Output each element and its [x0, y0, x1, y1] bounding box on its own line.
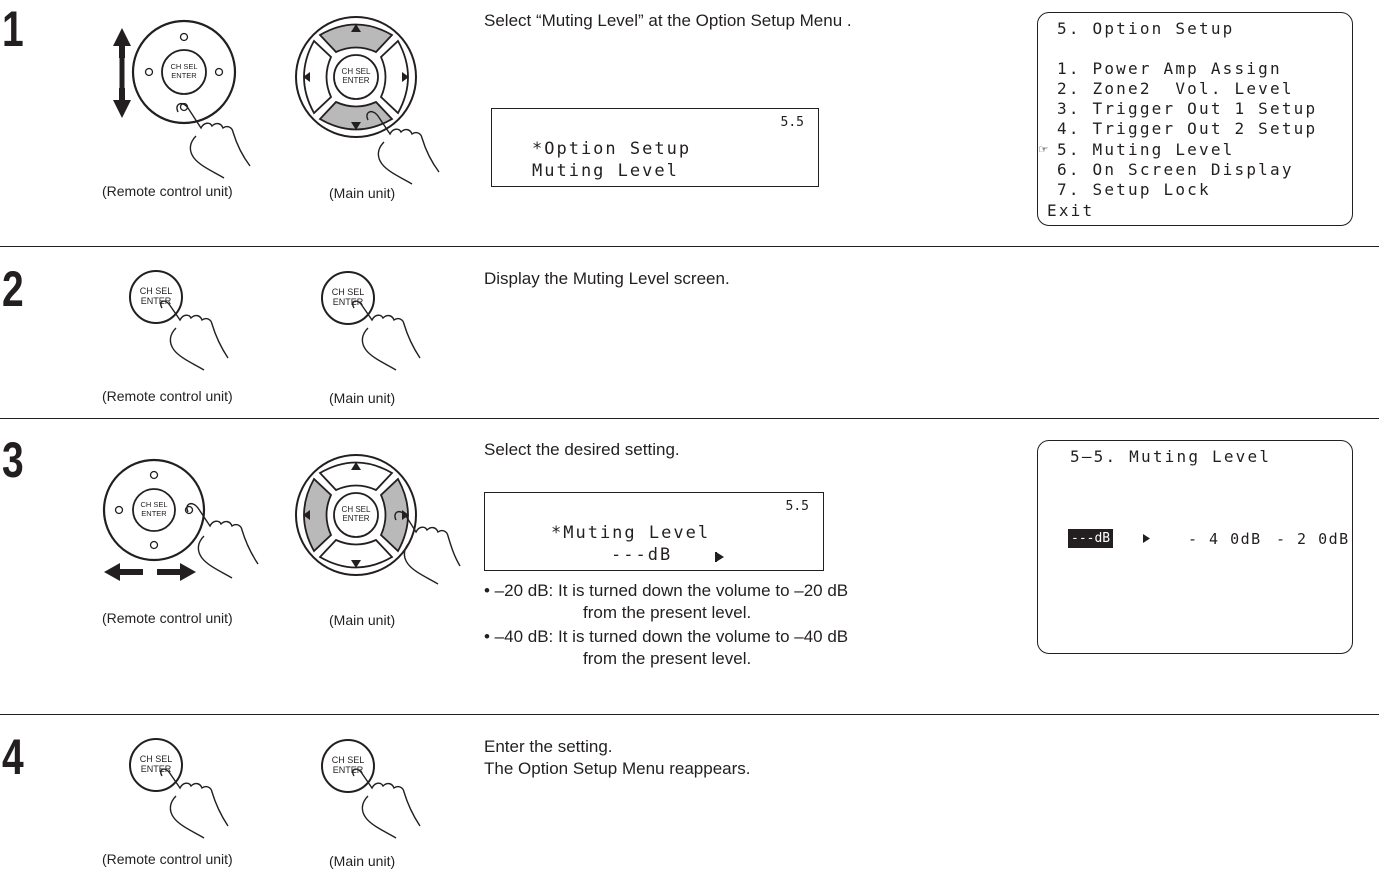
osd-selected-option[interactable]: ---dB	[1068, 529, 1114, 548]
button-label-top: CH SEL	[342, 505, 371, 514]
lcd-line-2: ---dB	[611, 545, 673, 565]
main-enter-button-illustration: CH SEL ENTER	[321, 739, 421, 839]
step-number: 2	[2, 261, 24, 317]
remote-dial-leftright-illustration: CH SEL ENTER	[102, 458, 259, 581]
remote-caption: (Remote control unit)	[102, 388, 233, 404]
osd-menu-item[interactable]: 3. Trigger Out 1 Setup	[1057, 99, 1318, 118]
main-enter-button-illustration: CH SEL ENTER	[321, 271, 421, 371]
lcd-number: 5.5	[780, 115, 804, 130]
osd-menu-item[interactable]: 7. Setup Lock	[1057, 180, 1211, 199]
button-label-top: CH SEL	[332, 287, 365, 297]
step-instruction: Enter the setting.	[484, 737, 613, 756]
lcd-right-arrow-icon	[715, 552, 724, 562]
lcd-line-1: *Option Setup	[532, 139, 692, 159]
osd-right-arrow-icon	[1143, 534, 1150, 543]
step-number: 3	[2, 432, 24, 488]
step-number: 4	[2, 729, 24, 785]
osd-menu-item[interactable]: 6. On Screen Display	[1057, 160, 1294, 179]
remote-caption: (Remote control unit)	[102, 610, 233, 626]
step-instruction: Display the Muting Level screen.	[484, 269, 730, 288]
osd-menu-item[interactable]: 1. Power Amp Assign	[1057, 59, 1282, 78]
remote-caption: (Remote control unit)	[102, 851, 233, 867]
button-label-bottom: ENTER	[141, 764, 172, 774]
osd-muting-level-screen: 5–5. Muting Level ---dB - 4 0dB - 2 0dB	[1037, 440, 1353, 654]
lcd-line-2: Muting Level	[532, 161, 679, 181]
main-unit-pad-leftright-illustration: CH SEL ENTER	[295, 454, 461, 585]
step-instruction: Select the desired setting.	[484, 440, 680, 459]
osd-title: 5–5. Muting Level	[1070, 447, 1272, 466]
osd-menu-item[interactable]: 2. Zone2 Vol. Level	[1057, 79, 1294, 98]
button-label-bottom: ENTER	[171, 71, 197, 80]
left-right-arrows-icon	[104, 563, 196, 581]
up-down-arrow-icon	[113, 28, 131, 118]
step-number: 1	[2, 1, 24, 57]
main-caption: (Main unit)	[329, 390, 396, 406]
osd-menu-item-selected[interactable]: 5. Muting Level	[1057, 140, 1235, 159]
step-divider	[0, 714, 1379, 715]
bullet-item: • –20 dB: It is turned down the volume t…	[484, 580, 848, 624]
main-caption: (Main unit)	[329, 185, 396, 201]
lcd-display: 5.5 *Option Setup Muting Level	[491, 108, 819, 187]
step-instruction: Select “Muting Level” at the Option Setu…	[484, 11, 852, 30]
button-label-bottom: ENTER	[333, 297, 364, 307]
bullet-text: • –20 dB: It is turned down the volume t…	[484, 581, 849, 600]
button-label-bottom: ENTER	[141, 296, 172, 306]
remote-enter-button-illustration: CH SEL ENTER	[129, 738, 229, 839]
lcd-line-1: *Muting Level	[551, 523, 711, 543]
main-unit-pad-illustration: CH SEL ENTER	[295, 16, 440, 185]
pointing-hand-cursor-icon: ☞	[1039, 142, 1048, 158]
step-instruction-secondary: The Option Setup Menu reappears.	[484, 759, 751, 778]
button-label-bottom: ENTER	[141, 509, 167, 518]
osd-option[interactable]: - 2 0dB	[1276, 530, 1350, 548]
button-label-bottom: ENTER	[333, 765, 364, 775]
button-label-top: CH SEL	[140, 286, 173, 296]
step-divider	[0, 246, 1379, 247]
remote-enter-button-illustration: CH SEL ENTER	[129, 270, 229, 371]
bullet-text-continued: from the present level.	[583, 603, 752, 622]
osd-option-setup-menu: 5. Option Setup 1. Power Amp Assign 2. Z…	[1037, 12, 1353, 226]
lcd-number: 5.5	[785, 499, 809, 514]
step-divider	[0, 418, 1379, 419]
remote-dial-updown-illustration: CH SEL ENTER	[113, 19, 251, 179]
button-label-bottom: ENTER	[342, 514, 369, 523]
button-label-top: CH SEL	[170, 62, 197, 71]
bullet-text-continued: from the present level.	[583, 649, 752, 668]
button-label-top: CH SEL	[342, 67, 371, 76]
main-caption: (Main unit)	[329, 853, 396, 869]
button-label-top: CH SEL	[140, 500, 167, 509]
main-caption: (Main unit)	[329, 612, 396, 628]
bullet-text: • –40 dB: It is turned down the volume t…	[484, 627, 849, 646]
button-label-top: CH SEL	[140, 754, 173, 764]
osd-menu-item[interactable]: 4. Trigger Out 2 Setup	[1057, 119, 1318, 138]
button-label-bottom: ENTER	[342, 76, 369, 85]
bullet-item: • –40 dB: It is turned down the volume t…	[484, 626, 848, 670]
osd-title: 5. Option Setup	[1057, 19, 1235, 38]
osd-menu-exit[interactable]: Exit	[1047, 201, 1095, 220]
osd-option[interactable]: - 4 0dB	[1188, 530, 1262, 548]
remote-caption: (Remote control unit)	[102, 183, 233, 199]
lcd-display: 5.5 *Muting Level ---dB	[484, 492, 824, 571]
button-label-top: CH SEL	[332, 755, 365, 765]
